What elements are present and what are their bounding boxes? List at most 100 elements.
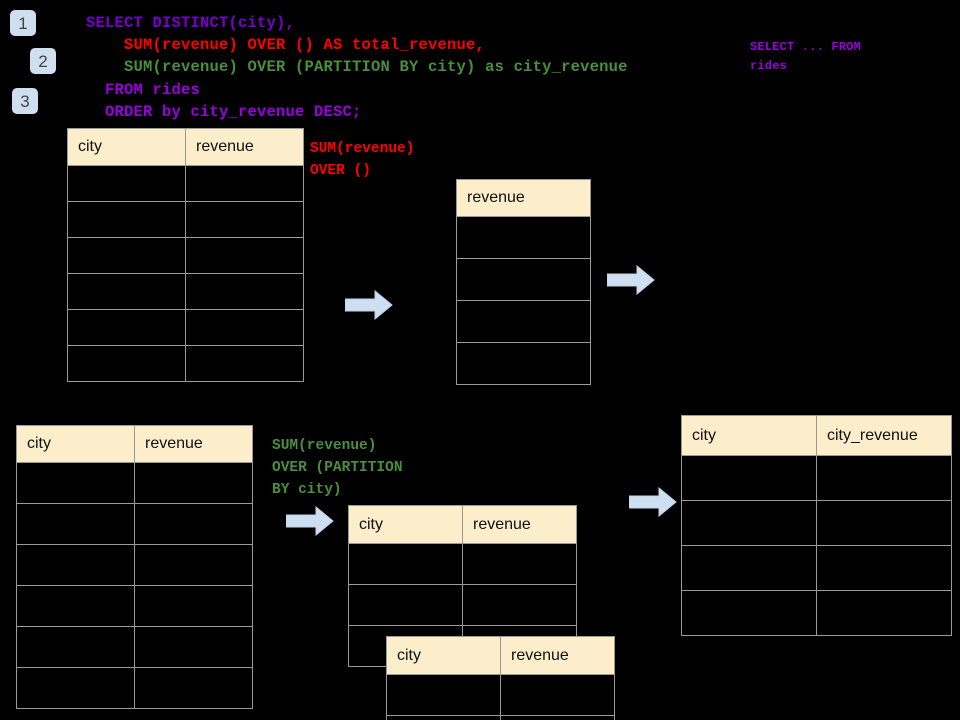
column-header-revenue: revenue <box>462 505 577 544</box>
cell-city <box>348 584 463 626</box>
cell-city <box>16 626 135 668</box>
table-row <box>67 309 304 346</box>
arrow-right-icon-4 <box>629 487 677 517</box>
table-rides-source-bottom: city revenue <box>16 425 253 709</box>
cell-city <box>67 273 186 310</box>
table-row <box>67 165 304 202</box>
cell-revenue <box>500 715 615 720</box>
cell-revenue <box>185 345 304 382</box>
cell-revenue <box>185 309 304 346</box>
cell-revenue <box>500 674 615 716</box>
cell-city <box>681 455 817 501</box>
table-header-row: city revenue <box>67 128 304 166</box>
table-final-result: city city_revenue <box>681 415 952 636</box>
table-row <box>16 544 253 586</box>
cell-city <box>386 674 501 716</box>
table-row <box>67 345 304 382</box>
step-badge-3-label: 3 <box>20 91 30 111</box>
step-badge-3: 3 <box>12 88 38 114</box>
cell-revenue <box>456 258 591 301</box>
column-header-revenue: revenue <box>185 128 304 166</box>
column-header-city: city <box>348 505 463 544</box>
table-row <box>456 342 591 385</box>
column-header-city-revenue: city_revenue <box>816 415 952 456</box>
column-header-city: city <box>386 636 501 675</box>
table-row <box>67 273 304 310</box>
table-row <box>16 503 253 545</box>
table-row <box>681 590 952 636</box>
step-badge-2: 2 <box>30 48 56 74</box>
column-header-revenue: revenue <box>456 179 591 217</box>
table-row <box>16 667 253 709</box>
table-row <box>67 201 304 238</box>
table-row <box>681 500 952 546</box>
cell-revenue <box>462 584 577 626</box>
annotation-sum-over-empty: SUM(revenue) OVER () <box>310 141 415 179</box>
cell-revenue <box>134 585 253 627</box>
table-row <box>348 584 577 626</box>
side-note-select-from-rides: SELECT ... FROM rides <box>750 40 862 73</box>
cell-city-revenue <box>816 590 952 636</box>
column-header-city: city <box>16 425 135 463</box>
table-row <box>456 258 591 301</box>
cell-city <box>16 462 135 504</box>
step-badge-1: 1 <box>10 10 36 36</box>
cell-city <box>67 201 186 238</box>
annotation-sum-over-partition: SUM(revenue) OVER (PARTITION BY city) <box>272 438 403 498</box>
step-badge-1-label: 1 <box>18 13 28 33</box>
cell-revenue <box>134 503 253 545</box>
cell-revenue <box>185 201 304 238</box>
cell-city <box>16 503 135 545</box>
sql-line-from: FROM rides <box>86 81 201 99</box>
arrow-right-icon-2 <box>607 265 655 295</box>
column-header-revenue: revenue <box>500 636 615 675</box>
column-header-revenue: revenue <box>134 425 253 463</box>
cell-revenue <box>456 342 591 385</box>
table-row <box>681 545 952 591</box>
sql-line-city-revenue: SUM(revenue) OVER (PARTITION BY city) as… <box>86 58 628 76</box>
table-total-revenue: revenue <box>456 179 591 385</box>
cell-revenue <box>185 165 304 202</box>
cell-city <box>681 500 817 546</box>
table-row <box>456 216 591 259</box>
table-row <box>386 715 615 720</box>
cell-city <box>67 237 186 274</box>
table-row <box>456 300 591 343</box>
sql-line-order-by: ORDER by city_revenue DESC; <box>86 103 362 121</box>
cell-city <box>67 309 186 346</box>
cell-revenue <box>185 237 304 274</box>
table-row <box>67 237 304 274</box>
step-badge-2-label: 2 <box>38 51 48 71</box>
cell-city-revenue <box>816 545 952 591</box>
cell-city <box>16 544 135 586</box>
cell-revenue <box>462 543 577 585</box>
cell-revenue <box>185 273 304 310</box>
cell-city <box>16 667 135 709</box>
cell-city <box>16 585 135 627</box>
cell-revenue <box>456 216 591 259</box>
cell-city <box>386 715 501 720</box>
table-header-row: city revenue <box>16 425 253 463</box>
column-header-city: city <box>681 415 817 456</box>
table-row <box>386 674 615 716</box>
table-row <box>681 455 952 501</box>
table-partition-group-b: city revenue <box>386 636 615 720</box>
table-row <box>16 462 253 504</box>
table-header-row: city revenue <box>348 505 577 544</box>
table-header-row: city revenue <box>386 636 615 675</box>
arrow-right-icon-1 <box>345 290 393 320</box>
cell-revenue <box>134 626 253 668</box>
cell-city <box>681 545 817 591</box>
sql-line-select: SELECT DISTINCT(city), <box>86 14 296 32</box>
column-header-city: city <box>67 128 186 166</box>
table-row <box>348 543 577 585</box>
cell-revenue <box>134 544 253 586</box>
cell-revenue <box>134 462 253 504</box>
table-header-row: city city_revenue <box>681 415 952 456</box>
cell-city <box>681 590 817 636</box>
table-row <box>16 626 253 668</box>
cell-city-revenue <box>816 500 952 546</box>
cell-city <box>67 165 186 202</box>
table-header-row: revenue <box>456 179 591 217</box>
